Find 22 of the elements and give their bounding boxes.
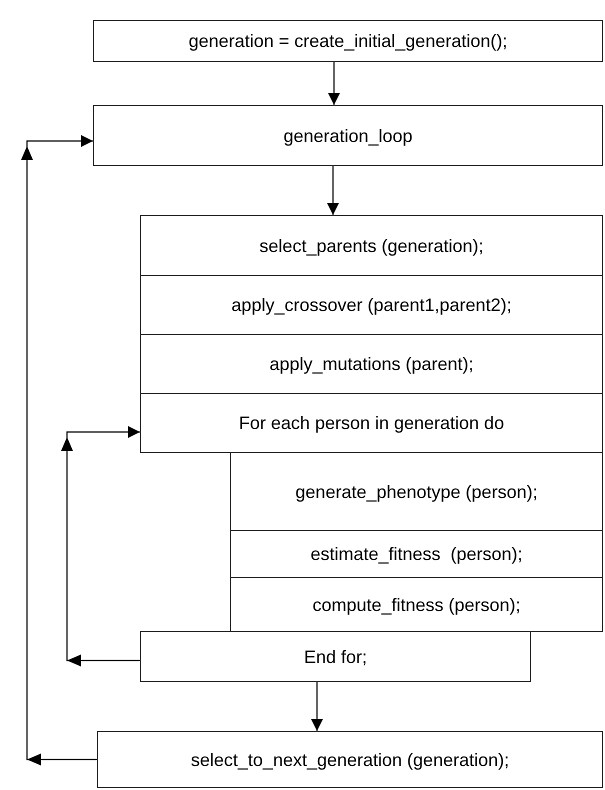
statement-text: estimate_fitness (person); xyxy=(310,543,523,565)
statement-text: End for; xyxy=(304,646,368,668)
statement-text: select_to_next_generation (generation); xyxy=(190,748,510,770)
statement-text: select_parents (generation); xyxy=(259,234,484,256)
process-box xyxy=(230,577,603,632)
process-box xyxy=(140,275,603,335)
statement-text: generate_phenotype (person); xyxy=(295,480,538,502)
process-box xyxy=(93,105,603,166)
process-box xyxy=(140,393,603,453)
statement-text: compute_fitness (person); xyxy=(312,594,521,616)
statement-text: apply_crossover (parent1,parent2); xyxy=(231,294,512,316)
process-box xyxy=(140,334,603,394)
process-box xyxy=(140,215,603,276)
process-box xyxy=(140,631,531,682)
statement-text: generation_loop xyxy=(283,124,413,146)
process-box xyxy=(97,731,603,788)
statement-text: generation = create_initial_generation(); xyxy=(188,30,508,52)
process-box xyxy=(93,20,603,62)
process-box xyxy=(230,452,603,531)
statement-text: For each person in generation do xyxy=(238,412,504,434)
statement-text: apply_mutations (parent); xyxy=(269,353,474,375)
process-box xyxy=(230,530,603,578)
